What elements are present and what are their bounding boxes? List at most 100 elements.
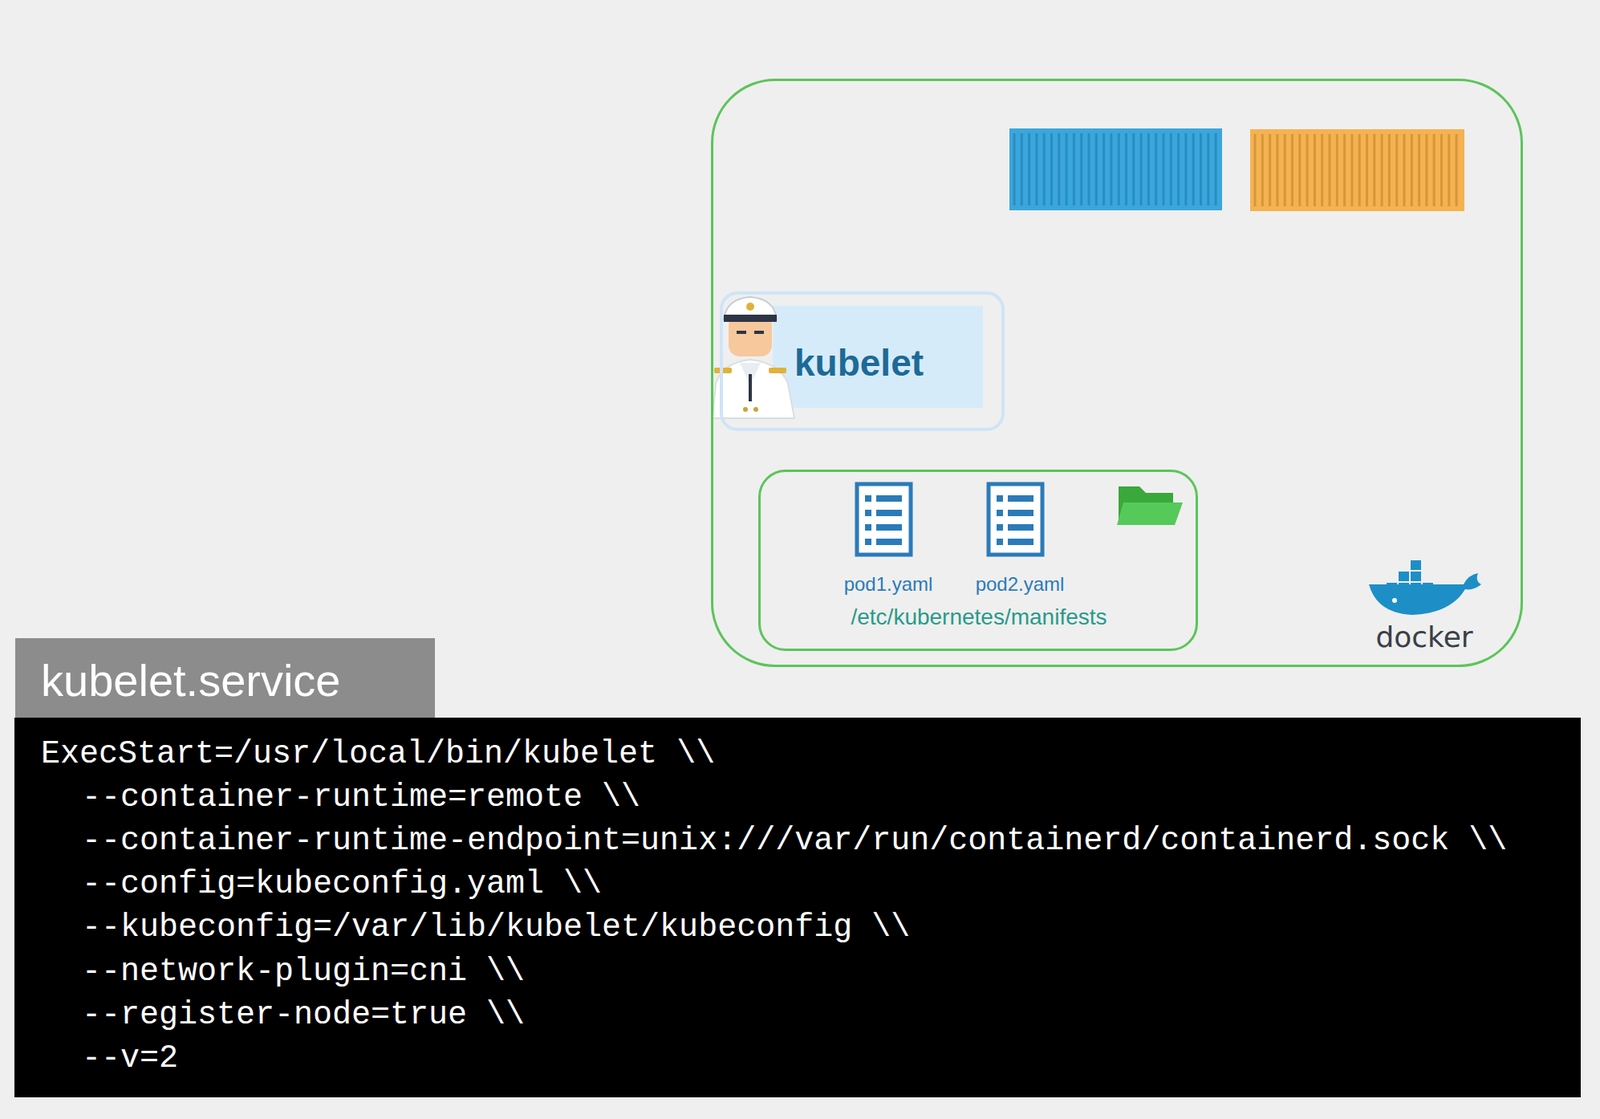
- container-rib: [1124, 133, 1128, 206]
- captain-eye: [736, 330, 747, 334]
- container-rib: [1140, 133, 1143, 206]
- code-line: --kubeconfig=/var/lib/kubelet/kubeconfig…: [81, 909, 910, 946]
- file-name: pod1.yaml: [844, 572, 934, 596]
- whale-box: [1410, 560, 1422, 570]
- container-rib: [1365, 134, 1369, 207]
- captain-button: [743, 406, 748, 412]
- document-line: [876, 538, 902, 545]
- container-rib: [1117, 133, 1121, 206]
- container-rib: [1417, 134, 1421, 207]
- file-node: pod2.yaml: [963, 483, 1077, 597]
- document-bullet: [864, 538, 872, 545]
- whale-box: [1410, 582, 1422, 593]
- container-rib: [1214, 133, 1218, 206]
- document-bullet: [996, 523, 1004, 531]
- container-rib: [1027, 133, 1031, 206]
- container-rib: [1291, 134, 1294, 207]
- container-rib: [1380, 134, 1384, 207]
- docker-logo: [1368, 560, 1482, 615]
- container-rib: [1395, 134, 1398, 207]
- kubelet-fill: [772, 305, 983, 408]
- file-node: pod1.yaml: [832, 483, 945, 597]
- container-rib: [1328, 134, 1332, 207]
- document-bullet: [864, 509, 872, 516]
- whale-body: [1368, 572, 1482, 615]
- container-rib: [1206, 133, 1210, 206]
- container-rib: [1147, 133, 1150, 206]
- container-orange: [1250, 129, 1465, 212]
- container-rib: [1313, 134, 1316, 207]
- code-line: --network-plugin=cni \\: [81, 952, 525, 989]
- container-rib: [1358, 134, 1361, 207]
- container-rib: [1169, 133, 1173, 206]
- captain-tie: [748, 373, 752, 402]
- whale-eye: [1392, 597, 1397, 603]
- container-rib: [1298, 134, 1301, 207]
- container-rib: [1043, 133, 1046, 206]
- captain-eye: [754, 330, 764, 334]
- document-line: [876, 495, 902, 502]
- agent-box: kubelet: [719, 291, 1005, 431]
- document-bullet: [996, 495, 1004, 502]
- container-rib: [1447, 134, 1450, 207]
- code-line: --container-runtime-endpoint=unix:///var…: [81, 822, 1507, 859]
- container-rib: [1283, 134, 1287, 207]
- host-node: docker kubelet/etc/kubernetes/manifests po…: [710, 78, 1523, 667]
- container-rib: [1372, 134, 1376, 207]
- container-rib: [1035, 133, 1038, 206]
- container-rib: [1072, 133, 1076, 206]
- code-line: ExecStart=/usr/local/bin/kubelet \\: [40, 735, 715, 772]
- document-line: [1007, 523, 1034, 531]
- container-rib: [1132, 133, 1135, 206]
- document-outline: [988, 483, 1043, 555]
- container-rib: [1343, 134, 1346, 207]
- container-rib: [1440, 134, 1443, 207]
- whale-box: [1410, 571, 1422, 581]
- document-icon: [856, 483, 911, 555]
- logo-text: docker: [1375, 620, 1473, 654]
- captain-jacket: [712, 359, 795, 419]
- folder-icon: [1116, 486, 1183, 525]
- container-body: [1250, 129, 1465, 212]
- container-rib: [1154, 133, 1158, 206]
- container-rib: [1336, 134, 1339, 207]
- code-line: --v=2: [81, 1039, 179, 1076]
- container-rib: [1065, 133, 1069, 206]
- container-rib: [1088, 133, 1091, 206]
- code-panel: ExecStart=/usr/local/bin/kubelet \\ --con…: [14, 717, 1581, 1097]
- folder-path: /etc/kubernetes/manifests: [850, 604, 1107, 630]
- container-rib: [1013, 133, 1016, 206]
- whale-box: [1398, 571, 1410, 581]
- container-rib: [1254, 134, 1257, 207]
- container-rib: [1080, 133, 1083, 206]
- captain-hat-band: [723, 314, 777, 322]
- container-rib: [1109, 133, 1113, 206]
- whale-box: [1398, 582, 1410, 593]
- container-rib: [1388, 134, 1391, 207]
- container-rib: [1306, 134, 1309, 207]
- code-line: --config=kubeconfig.yaml \\: [81, 865, 602, 902]
- whale-box: [1422, 582, 1434, 593]
- container-rib: [1410, 134, 1414, 207]
- whale-containers: [1386, 560, 1434, 593]
- document-bullet: [864, 495, 872, 502]
- whale-box: [1386, 582, 1397, 593]
- code-line: --container-runtime=remote \\: [81, 779, 641, 816]
- document-line: [1007, 538, 1034, 545]
- container-rib: [1177, 133, 1180, 206]
- container-rib: [1433, 134, 1436, 207]
- document-bullet: [864, 523, 872, 531]
- container-rib: [1275, 134, 1279, 207]
- container-rib: [1192, 133, 1195, 206]
- document-line: [876, 523, 902, 531]
- container-rib: [1102, 133, 1105, 206]
- container-rib: [1020, 133, 1024, 206]
- container-rib: [1455, 134, 1458, 207]
- container-rib: [1162, 133, 1166, 206]
- document-icon: [988, 483, 1043, 555]
- folder-front: [1116, 502, 1183, 525]
- container-rib: [1403, 134, 1406, 207]
- document-line: [876, 509, 902, 516]
- document-line: [1007, 495, 1034, 502]
